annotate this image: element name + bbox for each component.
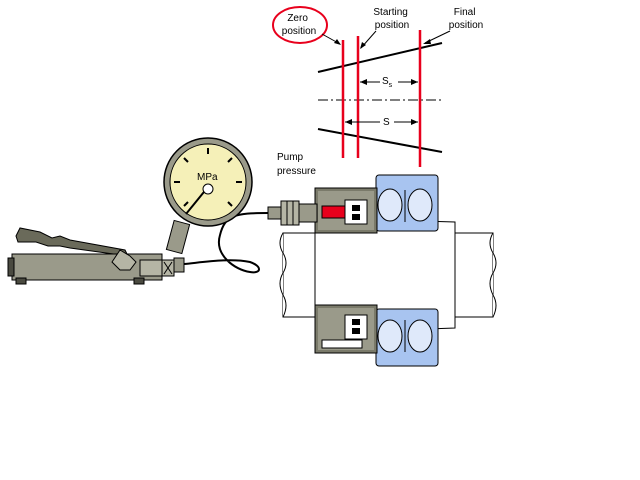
pipe-connector [267,200,318,226]
zero-position-highlight [272,6,328,44]
release-valve-knob [111,249,137,271]
pump-handle [15,227,129,257]
pump-pressure-label: Pump pressure [277,152,316,177]
hand-pump [7,227,185,285]
hydraulic-nut-upper [314,187,378,234]
taper-lower-line [317,128,443,153]
hydraulic-nut-lower [314,304,378,354]
ss-dimension-label: Ss [382,76,393,89]
final-position-label: Final position [449,7,483,31]
shaft [279,217,497,334]
zero-position-label: Zero position [282,13,316,37]
s-dimension-label: S [383,117,390,128]
bearing-lower [375,308,439,367]
gauge-unit-label: MPa [197,172,218,183]
starting-position-label: Starting position [373,7,410,31]
pressure-gauge: MPa [163,137,253,255]
bearing-upper [375,174,439,232]
taper-upper-line [317,42,443,73]
position-diagram: Ss S Zero position Starting position Fin… [272,6,483,167]
